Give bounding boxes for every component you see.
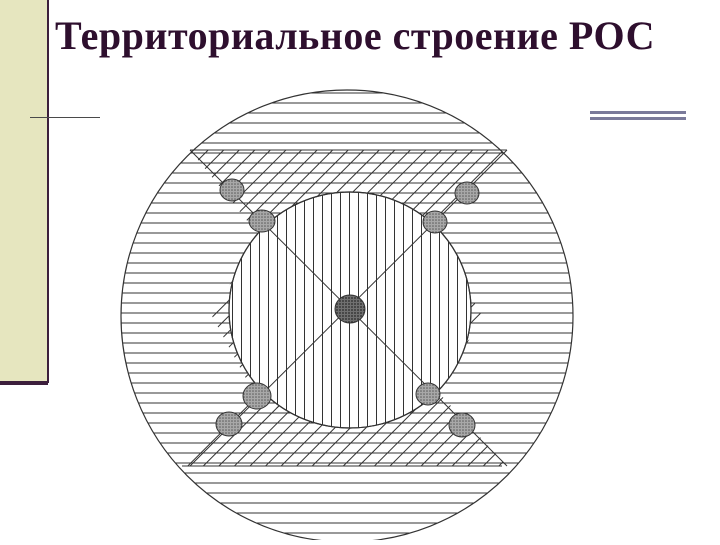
node-outer-top-left (219, 178, 245, 202)
title-underline-left (30, 117, 100, 118)
node-inner-top-right (422, 210, 448, 234)
node-inner-bottom-left (242, 382, 272, 410)
territorial-structure-diagram (102, 78, 592, 543)
node-outer-bottom-right (448, 412, 476, 438)
node-outer-bottom-left (215, 411, 243, 437)
slide-title: Территориальное строение РОС (55, 13, 656, 58)
node-inner-top-left (248, 209, 276, 233)
node-center (334, 294, 366, 324)
node-outer-top-right (454, 181, 480, 205)
network-nodes (215, 178, 480, 438)
side-band-base (0, 381, 48, 385)
node-inner-bottom-right (415, 382, 441, 406)
diagram-svg (120, 89, 574, 543)
title-underline-right (590, 111, 686, 120)
side-band (0, 0, 49, 383)
